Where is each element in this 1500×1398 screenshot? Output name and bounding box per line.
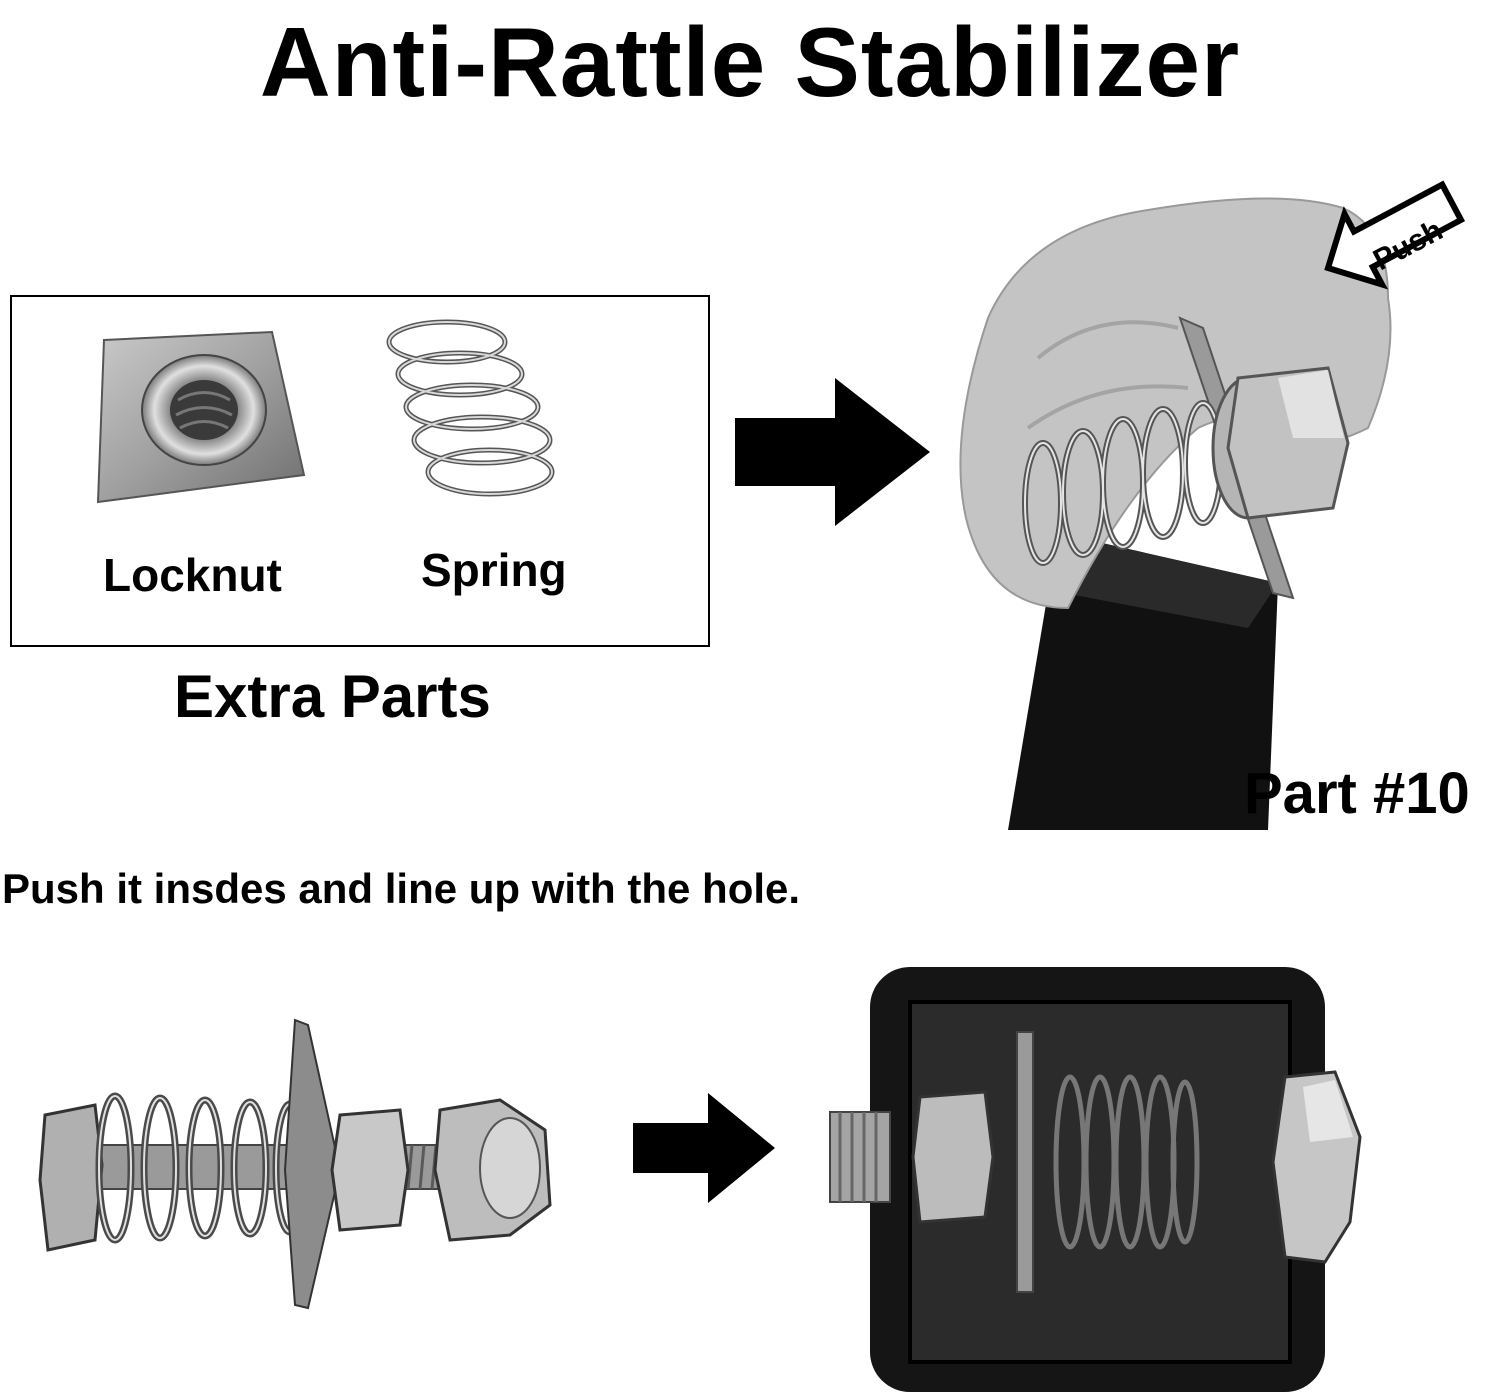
locknut-icon [96,330,306,504]
part-number-label: Part #10 [1244,761,1470,826]
locknut-label: Locknut [103,549,282,601]
install-photo [959,180,1466,830]
instruction-text: Push it insdes and line up with the hole… [2,865,801,912]
tube-end-icon [829,967,1362,1392]
spring-label: Spring [421,544,567,596]
spring-icon [386,319,555,497]
push-arrow-icon [1324,180,1466,290]
arrow-right-icon [633,1093,775,1203]
page-title: Anti-Rattle Stabilizer [259,7,1241,117]
bolt-assembly-icon [38,1018,552,1310]
extra-parts-box [10,295,710,647]
arrow-right-icon [735,378,930,526]
extra-parts-caption: Extra Parts [174,663,491,730]
